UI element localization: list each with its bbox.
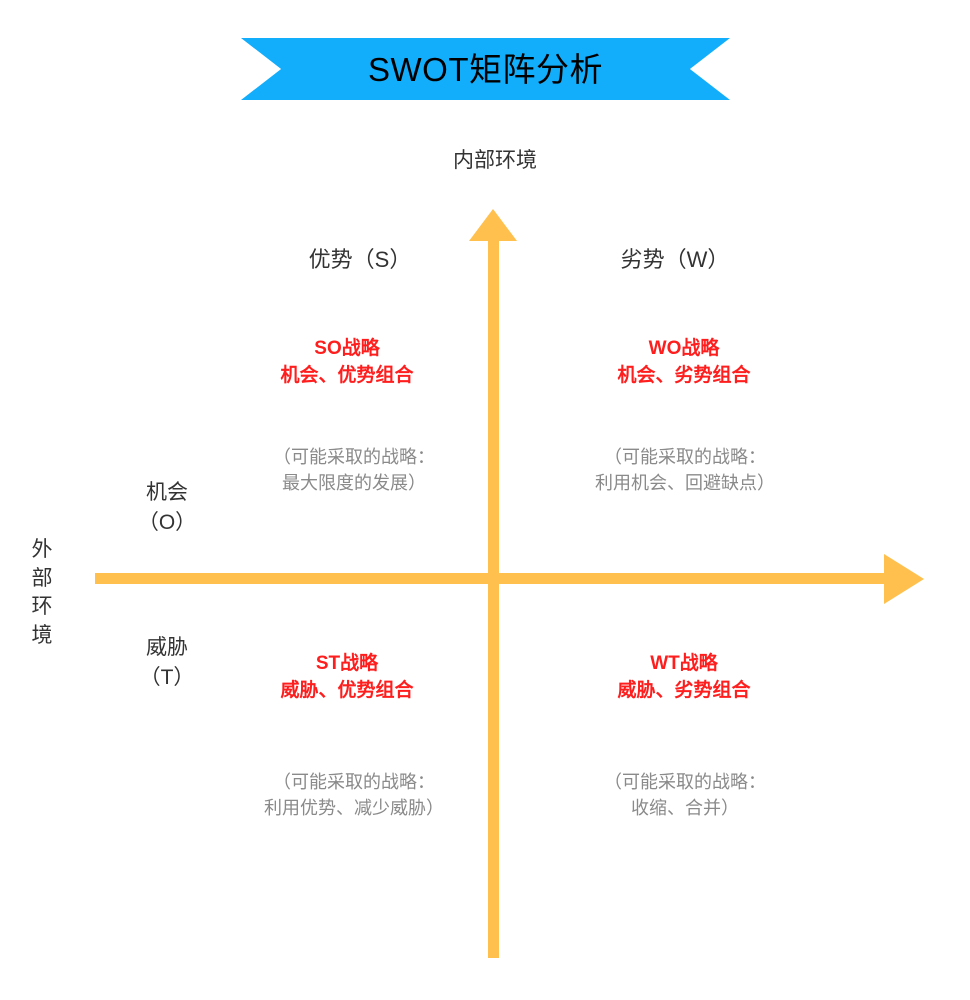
quadrant-wo-note: （可能采取的战略： 利用机会、回避缺点） xyxy=(595,447,775,493)
horizontal-axis-label: 外 部 环 境 xyxy=(31,538,53,647)
quadrant-so-note: （可能采取的战略： 最大限度的发展） xyxy=(273,447,435,493)
horizontal-axis-line xyxy=(95,573,887,584)
quadrant-wt-note: （可能采取的战略： 收缩、合并） xyxy=(604,772,766,818)
quadrant-st-strategy: ST战略 威胁、优势组合 xyxy=(280,653,414,701)
column-header-strengths: 优势（S） xyxy=(308,247,412,272)
horizontal-axis-arrow-icon xyxy=(884,554,924,604)
vertical-axis-arrow-icon xyxy=(469,209,517,241)
column-header-weaknesses: 劣势（W） xyxy=(620,247,730,272)
page-title: SWOT矩阵分析 xyxy=(368,50,603,88)
quadrant-wt-strategy: WT战略 威胁、劣势组合 xyxy=(617,653,751,701)
quadrant-wo-strategy: WO战略 机会、劣势组合 xyxy=(617,338,751,386)
row-header-threats: 威胁 （T） xyxy=(139,636,195,689)
title-banner: SWOT矩阵分析 xyxy=(241,38,730,100)
quadrant-so-strategy: SO战略 机会、优势组合 xyxy=(280,338,414,386)
vertical-axis-line xyxy=(488,237,499,958)
row-header-opportunities: 机会 （O） xyxy=(137,481,197,534)
quadrant-st-note: （可能采取的战略： 利用优势、减少威胁） xyxy=(264,772,444,818)
vertical-axis-label: 内部环境 xyxy=(453,149,537,172)
